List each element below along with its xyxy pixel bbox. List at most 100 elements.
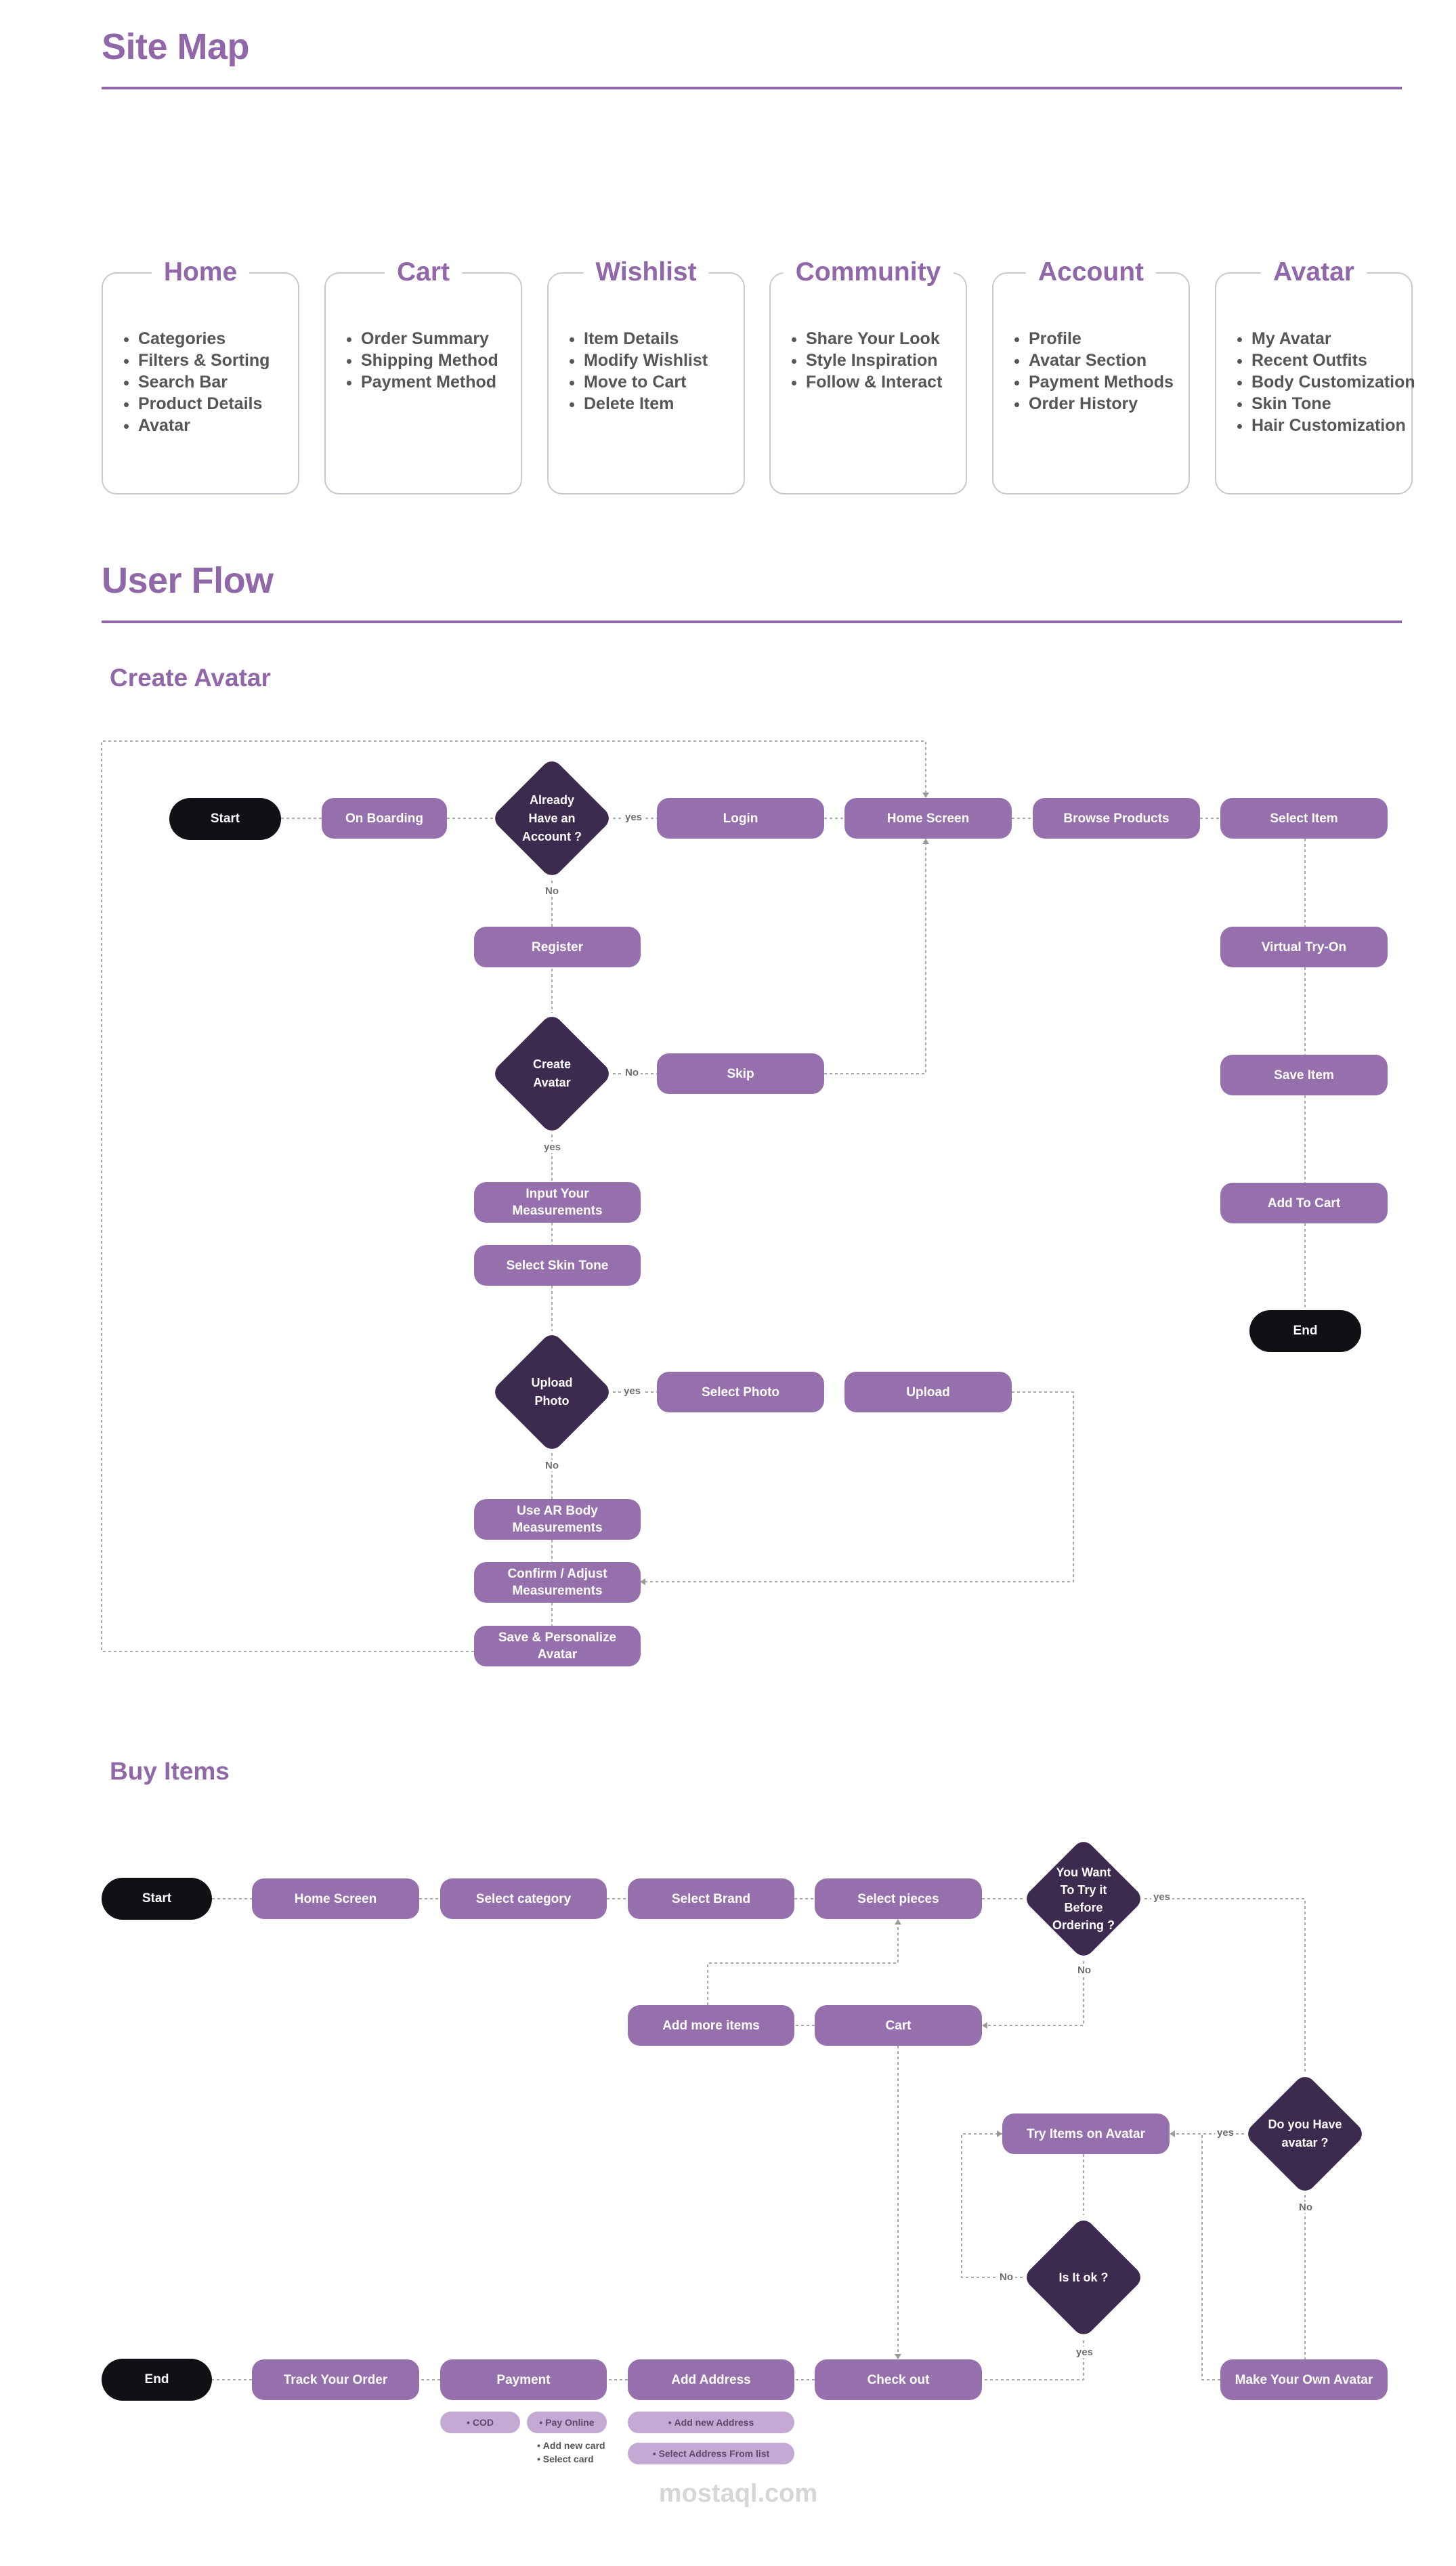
card-item-list: Order SummaryShipping MethodPayment Meth… xyxy=(326,328,521,393)
list-item: Delete Item xyxy=(584,393,744,415)
add-new-address-label: Add new Address xyxy=(674,2417,754,2428)
try-before-text: You Want To Try it Before Ordering ? xyxy=(1052,1866,1115,1932)
list-item: Item Details xyxy=(584,328,744,350)
site-map-title: Site Map xyxy=(102,26,250,67)
no-label: No xyxy=(998,2271,1015,2283)
site-map-card: AccountProfileAvatar SectionPayment Meth… xyxy=(992,255,1190,495)
register-node: Register xyxy=(474,927,641,967)
list-item: Profile xyxy=(1029,328,1189,350)
cod-label: COD xyxy=(472,2417,494,2428)
list-item: Search Bar xyxy=(138,371,298,393)
yes-label: yes xyxy=(542,1141,563,1153)
card-title: Avatar xyxy=(1261,255,1367,290)
select-address-option: • Select Address From list xyxy=(628,2443,794,2464)
list-item: Shipping Method xyxy=(361,350,521,371)
list-item: Share Your Look xyxy=(806,328,966,350)
upload-photo-text: Upload Photo xyxy=(531,1376,573,1408)
home-screen-node: Home Screen xyxy=(844,798,1012,839)
no-label: No xyxy=(1297,2202,1314,2213)
list-item: Avatar Section xyxy=(1029,350,1189,371)
payment-node: Payment xyxy=(440,2359,607,2400)
no-label: No xyxy=(543,885,561,897)
start-terminal: Start xyxy=(169,798,281,840)
list-item: Avatar xyxy=(138,415,298,436)
make-avatar-node: Make Your Own Avatar xyxy=(1220,2359,1388,2400)
upload-node: Upload xyxy=(844,1372,1012,1412)
card-item-list: Item DetailsModify WishlistMove to CartD… xyxy=(549,328,744,415)
have-avatar-text: Do you Have avatar ? xyxy=(1268,2118,1342,2149)
browse-products-node: Browse Products xyxy=(1033,798,1200,839)
start-terminal: Start xyxy=(102,1878,212,1920)
is-it-ok-text: Is It ok ? xyxy=(1058,2270,1109,2284)
site-map-card: HomeCategoriesFilters & SortingSearch Ba… xyxy=(102,255,299,495)
list-item: Body Customization xyxy=(1251,371,1415,393)
list-item: Follow & Interact xyxy=(806,371,966,393)
select-photo-node: Select Photo xyxy=(657,1372,824,1412)
list-item: Order History xyxy=(1029,393,1189,415)
add-more-items-node: Add more items xyxy=(628,2005,794,2046)
pay-online-option: • Pay Online xyxy=(527,2412,607,2433)
card-item-list: My AvatarRecent OutfitsBody Customizatio… xyxy=(1216,328,1415,436)
list-item: • Add new card xyxy=(537,2440,605,2451)
list-item: Skin Tone xyxy=(1251,393,1411,415)
check-out-node: Check out xyxy=(815,2359,982,2400)
list-item: • Select card xyxy=(537,2454,594,2464)
list-item: Hair Customization xyxy=(1251,415,1411,436)
select-address-label: Select Address From list xyxy=(658,2448,770,2459)
site-map-card: CartOrder SummaryShipping MethodPayment … xyxy=(324,255,522,495)
pay-online-label: Pay Online xyxy=(545,2417,595,2428)
select-skin-tone-node: Select Skin Tone xyxy=(474,1245,641,1286)
list-item: Payment Methods xyxy=(1029,371,1189,393)
use-ar-node: Use AR Body Measurements xyxy=(474,1499,641,1540)
user-flow-title: User Flow xyxy=(102,560,274,601)
buy-items-title: Buy Items xyxy=(110,1757,230,1785)
skip-node: Skip xyxy=(657,1053,824,1094)
site-map-card: Avatar My AvatarRecent OutfitsBody Custom… xyxy=(1215,255,1415,495)
card-title: Cart xyxy=(384,255,463,290)
try-items-avatar-node: Try Items on Avatar xyxy=(1002,2113,1170,2154)
home-screen-node: Home Screen xyxy=(252,1878,419,1919)
yes-label: yes xyxy=(623,812,645,823)
create-avatar-title: Create Avatar xyxy=(110,664,271,692)
yes-label: yes xyxy=(1074,2347,1096,2358)
list-item: Payment Method xyxy=(361,371,521,393)
end-terminal: End xyxy=(1249,1310,1361,1352)
track-order-node: Track Your Order xyxy=(252,2359,419,2400)
already-account-text: Already Have an Account ? xyxy=(522,793,582,843)
card-title: Community xyxy=(783,255,954,290)
no-label: No xyxy=(1075,1964,1093,1976)
list-item: Move to Cart xyxy=(584,371,744,393)
card-item-list: ProfileAvatar SectionPayment MethodsOrde… xyxy=(993,328,1189,415)
user-flow-rule xyxy=(102,621,1402,623)
add-address-node: Add Address xyxy=(628,2359,794,2400)
on-boarding-node: On Boarding xyxy=(322,798,447,839)
confirm-adjust-node: Confirm / Adjust Measurements xyxy=(474,1562,641,1603)
list-item: Recent Outfits xyxy=(1251,350,1411,371)
select-item-node: Select Item xyxy=(1220,798,1388,839)
cart-node: Cart xyxy=(815,2005,982,2046)
end-terminal: End xyxy=(102,2359,212,2401)
save-personalize-node: Save & Personalize Avatar xyxy=(474,1626,641,1666)
list-item: My Avatar xyxy=(1251,328,1411,350)
login-node: Login xyxy=(657,798,824,839)
virtual-try-on-node: Virtual Try-On xyxy=(1220,927,1388,967)
create-avatar-text: Create Avatar xyxy=(532,1057,572,1089)
no-label: No xyxy=(623,1067,641,1078)
card-item-list: CategoriesFilters & SortingSearch BarPro… xyxy=(103,328,298,436)
list-item: Modify Wishlist xyxy=(584,350,744,371)
watermark: mostaql.com xyxy=(658,2479,818,2508)
list-item: Filters & Sorting xyxy=(138,350,298,371)
select-category-node: Select category xyxy=(440,1878,607,1919)
card-item-list: Share Your LookStyle InspirationFollow &… xyxy=(771,328,966,393)
no-label: No xyxy=(543,1460,561,1471)
yes-label: yes xyxy=(1215,2127,1237,2139)
add-to-cart-node: Add To Cart xyxy=(1220,1183,1388,1223)
list-item: Style Inspiration xyxy=(806,350,966,371)
site-map-rule xyxy=(102,87,1402,89)
yes-label: yes xyxy=(622,1385,643,1397)
card-title: Account xyxy=(1026,255,1156,290)
select-pieces-node: Select pieces xyxy=(815,1878,982,1919)
input-measurements-node: Input Your Measurements xyxy=(474,1182,641,1223)
list-item: Product Details xyxy=(138,393,298,415)
